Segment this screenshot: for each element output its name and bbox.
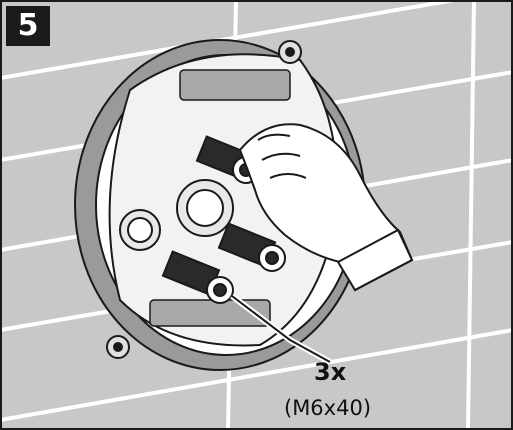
hand-illustration xyxy=(238,123,414,292)
plate-recess-bottom xyxy=(149,299,271,327)
screw-middle xyxy=(217,222,286,272)
screw-spec-label: (M6x40) xyxy=(284,396,372,420)
screw-set xyxy=(161,135,286,304)
ring-screws xyxy=(106,40,302,359)
callout-leader-core xyxy=(231,295,331,363)
step-number-badge: 5 xyxy=(6,6,50,46)
plate-recess-top xyxy=(179,69,291,101)
central-outlet xyxy=(119,179,234,251)
screw-lower xyxy=(161,250,234,304)
screw-quantity-label: 3x xyxy=(314,358,347,386)
